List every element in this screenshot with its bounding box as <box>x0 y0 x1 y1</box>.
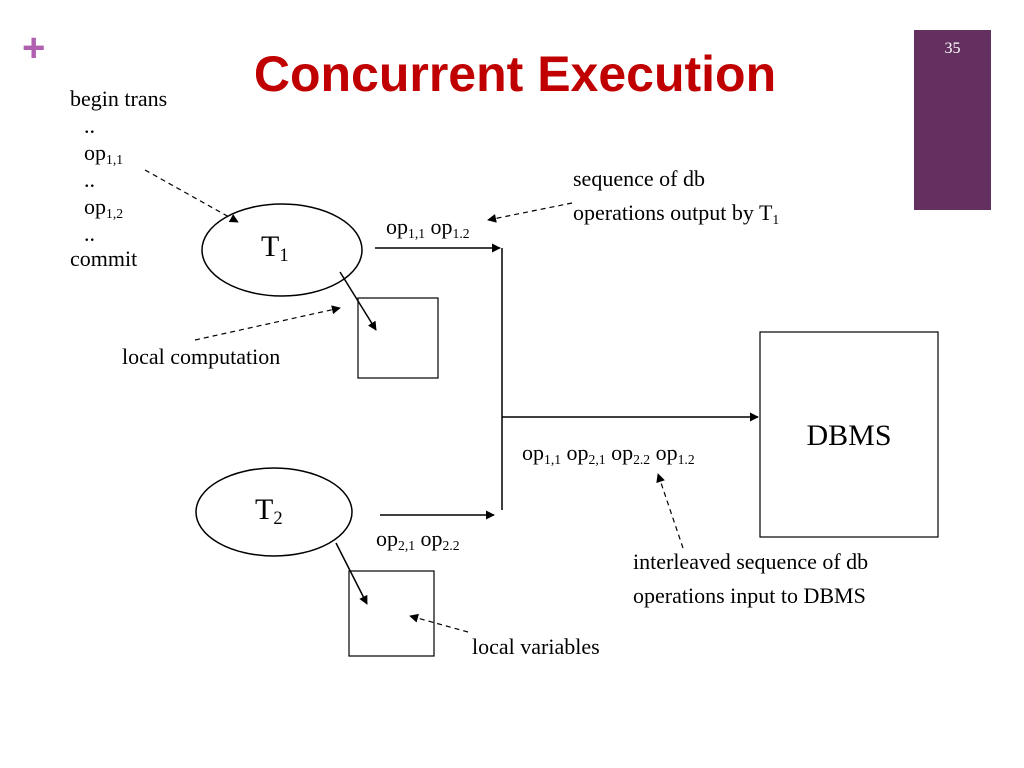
sequence-annotation-line1: sequence of db <box>573 166 705 191</box>
t1-output-ops: op1,1 op1.2 <box>386 214 470 241</box>
code-dots-1: .. <box>84 113 95 138</box>
t2-output-ops: op2,1 op2.2 <box>376 526 460 553</box>
interleaved-dashed <box>656 473 684 549</box>
plus-icon: + <box>22 26 46 70</box>
t1-ellipse <box>201 203 363 297</box>
interleaved-annotation-line1: interleaved sequence of db <box>633 549 869 574</box>
sequence-annotation-line2: operations output by T1 <box>573 200 780 227</box>
t1-label: T1 <box>261 230 289 267</box>
local-computation-dashed <box>194 305 341 341</box>
code-commit: commit <box>70 246 138 271</box>
interleaved-ops: op1,1 op2,1 op2.2 op1.2 <box>522 440 695 467</box>
t1-to-local-arrow <box>339 271 377 331</box>
local-computation-label: local computation <box>122 344 281 369</box>
local-variables-box <box>348 570 435 657</box>
dbms-box <box>759 331 939 538</box>
code-dots-3: .. <box>84 221 95 246</box>
interleaved-annotation-line2: operations input to DBMS <box>633 583 866 608</box>
t2-to-local-arrow <box>335 542 368 605</box>
sequence-dashed <box>487 202 573 223</box>
local-variables-label: local variables <box>472 634 600 659</box>
slide-number: 35 <box>944 40 961 57</box>
code-op11: op1,1 <box>84 140 124 167</box>
dbms-label: DBMS <box>806 419 892 452</box>
local-variables-dashed <box>409 613 469 633</box>
code-dots-2: .. <box>84 167 95 192</box>
accent-bar <box>914 30 991 210</box>
t2-ellipse <box>195 467 353 557</box>
code-op12: op1,2 <box>84 194 124 221</box>
op11-to-t1-dashed <box>144 169 239 223</box>
local-computation-box <box>357 297 439 379</box>
t2-label: T2 <box>255 493 283 530</box>
code-begin: begin trans <box>70 86 168 111</box>
slide-title: Concurrent Execution <box>253 46 777 102</box>
